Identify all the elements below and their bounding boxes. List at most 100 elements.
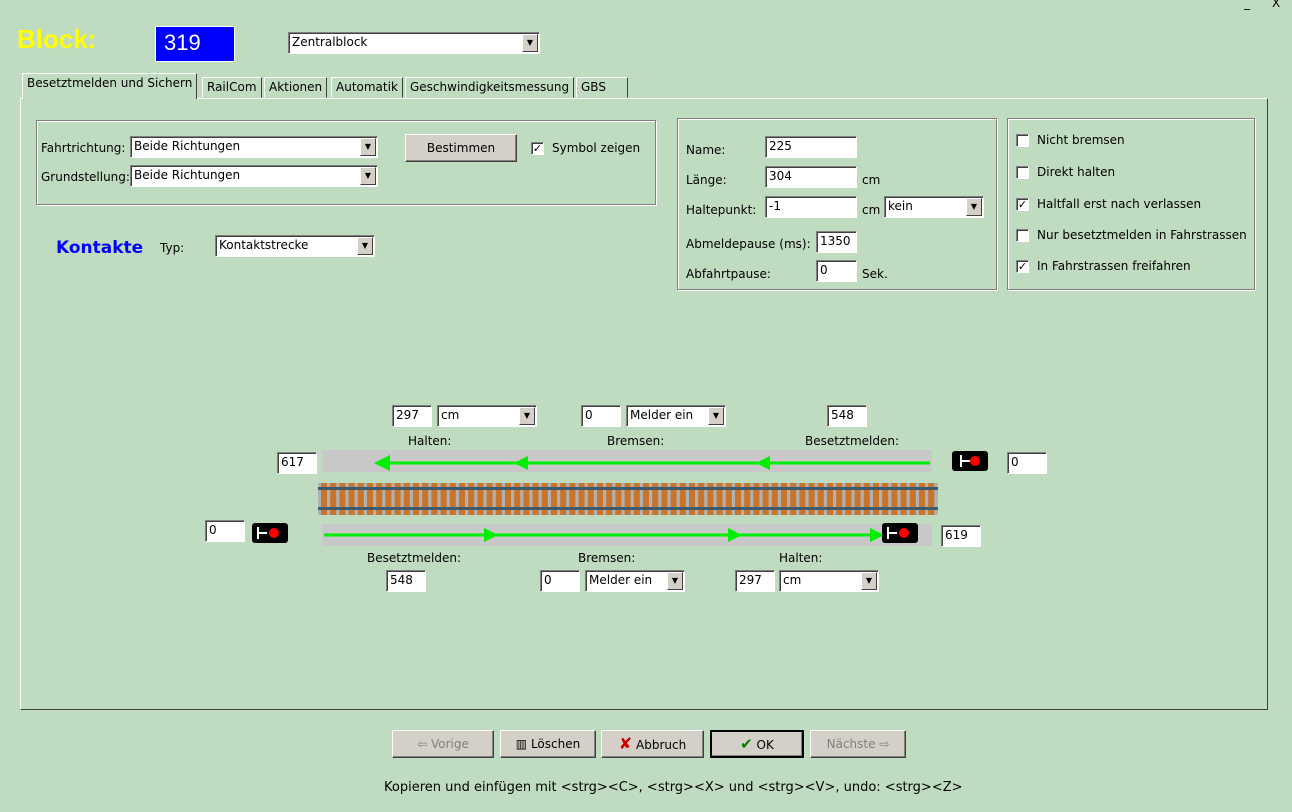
freifahren-label: In Fahrstrassen freifahren: [1037, 259, 1191, 273]
next-button[interactable]: Nächste ⇨: [810, 730, 906, 758]
bottom-bremsen-label: Bremsen:: [578, 551, 636, 565]
track-sleeper: [394, 483, 401, 515]
top-besetzt-field[interactable]: 548: [827, 405, 867, 427]
kontakt-typ-value: Kontaktstrecke: [219, 238, 309, 252]
track-sleeper: [836, 483, 843, 515]
kontakt-typ-select[interactable]: Kontaktstrecke ▼: [215, 235, 375, 257]
cancel-button[interactable]: ✘ Abbruch: [601, 730, 704, 758]
prev-button[interactable]: ⇦ Vorige: [392, 730, 494, 758]
bottom-halten-field[interactable]: 297: [735, 570, 775, 592]
direkt-halten-checkbox[interactable]: [1016, 166, 1029, 179]
track-sleeper: [882, 483, 889, 515]
track-sleeper: [661, 483, 668, 515]
ok-button[interactable]: ✔ OK: [710, 730, 804, 758]
top-halten-field[interactable]: 297: [392, 405, 432, 427]
laenge-label: Länge:: [686, 173, 727, 187]
tab-railcom[interactable]: RailCom: [202, 77, 262, 98]
close-button[interactable]: X: [1272, 0, 1281, 10]
delete-button[interactable]: ▥ Löschen: [500, 730, 596, 758]
bottom-halten-unit-select[interactable]: cm ▼: [779, 570, 879, 592]
trash-icon: ▥: [515, 737, 528, 751]
nur-besetztmelden-checkbox[interactable]: [1016, 229, 1029, 242]
nicht-bremsen-label: Nicht bremsen: [1037, 133, 1125, 147]
bottom-bremsen-mode-select[interactable]: Melder ein ▼: [585, 570, 685, 592]
freifahren-checkbox[interactable]: ✓: [1016, 260, 1029, 273]
block-number-field[interactable]: 319: [155, 26, 235, 62]
tab-label: Geschwindigkeitsmessung: [410, 80, 570, 94]
delete-label: Löschen: [530, 737, 581, 751]
nicht-bremsen-checkbox[interactable]: [1016, 134, 1029, 147]
track-sleeper: [900, 483, 907, 515]
fahrtrichtung-select[interactable]: Beide Richtungen ▼: [130, 136, 378, 158]
track-sleeper: [339, 483, 346, 515]
track-sleeper: [744, 483, 751, 515]
track-sleeper: [578, 483, 585, 515]
tab-gbs[interactable]: GBS: [576, 77, 628, 98]
top-bremsen-field[interactable]: 0: [581, 405, 621, 427]
chevron-down-icon[interactable]: ▼: [708, 407, 724, 425]
tab-label: RailCom: [207, 80, 257, 94]
abfahrtpause-field[interactable]: 0: [816, 260, 857, 282]
chevron-down-icon[interactable]: ▼: [360, 138, 376, 156]
haltepunkt-mode-select[interactable]: kein ▼: [884, 196, 984, 218]
chevron-down-icon[interactable]: ▼: [966, 198, 982, 216]
top-right-signal-field[interactable]: 0: [1007, 452, 1047, 474]
bottom-bremsen-field[interactable]: 0: [540, 570, 580, 592]
laenge-field[interactable]: 304: [765, 166, 857, 188]
track-sleeper: [799, 483, 806, 515]
bottom-left-signal-field[interactable]: 0: [205, 520, 245, 542]
grundstellung-select[interactable]: Beide Richtungen ▼: [130, 165, 378, 187]
tab-geschwindigkeitsmessung[interactable]: Geschwindigkeitsmessung: [405, 77, 575, 98]
fahrtrichtung-label: Fahrtrichtung:: [41, 141, 126, 155]
typ-label: Typ:: [160, 241, 185, 255]
haltepunkt-field[interactable]: -1: [765, 196, 857, 218]
top-left-signal-field[interactable]: 617: [277, 452, 317, 474]
tab-label: GBS: [581, 80, 606, 94]
top-bremsen-mode-select[interactable]: Melder ein ▼: [626, 405, 726, 427]
top-halten-unit-select[interactable]: cm ▼: [437, 405, 537, 427]
track-sleeper: [431, 483, 438, 515]
track-sleeper: [716, 483, 723, 515]
track-sleeper: [854, 483, 861, 515]
signal-bottom-left-icon[interactable]: [252, 523, 288, 543]
signal-right-icon[interactable]: [952, 451, 988, 471]
block-type-value: Zentralblock: [292, 35, 368, 49]
track-sleeper: [808, 483, 815, 515]
top-bremsen-mode-value: Melder ein: [630, 408, 694, 422]
signal-bottom-right-icon[interactable]: [882, 523, 918, 543]
minimize-button[interactable]: _: [1244, 0, 1250, 10]
track-sleeper: [367, 483, 373, 515]
track-sleeper: [771, 483, 778, 515]
chevron-down-icon[interactable]: ▼: [522, 34, 538, 52]
tab-besetztmelden[interactable]: Besetztmelden und Sichern: [22, 73, 198, 99]
track-sleeper: [532, 483, 539, 515]
grundstellung-label: Grundstellung:: [41, 170, 130, 184]
haltepunkt-mode-value: kein: [888, 199, 913, 213]
block-type-select[interactable]: Zentralblock ▼: [288, 32, 540, 54]
haltfall-checkbox[interactable]: ✓: [1016, 198, 1029, 211]
chevron-down-icon[interactable]: ▼: [357, 237, 373, 255]
track-sleeper: [413, 483, 419, 515]
bottom-right-signal-field[interactable]: 619: [941, 525, 981, 547]
bestimmen-button[interactable]: Bestimmen: [405, 134, 517, 162]
chevron-down-icon[interactable]: ▼: [861, 572, 877, 590]
chevron-down-icon[interactable]: ▼: [519, 407, 535, 425]
bottom-besetzt-field[interactable]: 548: [386, 570, 426, 592]
tab-automatik[interactable]: Automatik: [331, 77, 403, 98]
track-sleeper: [597, 483, 603, 515]
next-label: Nächste ⇨: [826, 737, 890, 751]
chevron-down-icon[interactable]: ▼: [360, 167, 376, 185]
properties-group: [677, 118, 997, 290]
track-sleeper: [698, 483, 705, 515]
tab-label: Automatik: [336, 80, 398, 94]
cross-icon: ✘: [618, 734, 633, 753]
name-field[interactable]: 225: [765, 136, 857, 158]
tab-aktionen[interactable]: Aktionen: [264, 77, 328, 98]
chevron-down-icon[interactable]: ▼: [667, 572, 683, 590]
tab-label: Besetztmelden und Sichern: [27, 76, 193, 90]
abmeldepause-field[interactable]: 1350: [816, 231, 857, 253]
track-sleeper: [762, 483, 769, 515]
symbol-zeigen-label: Symbol zeigen: [552, 141, 641, 155]
direction-group: [36, 120, 656, 205]
symbol-zeigen-checkbox[interactable]: ✓: [531, 142, 544, 155]
